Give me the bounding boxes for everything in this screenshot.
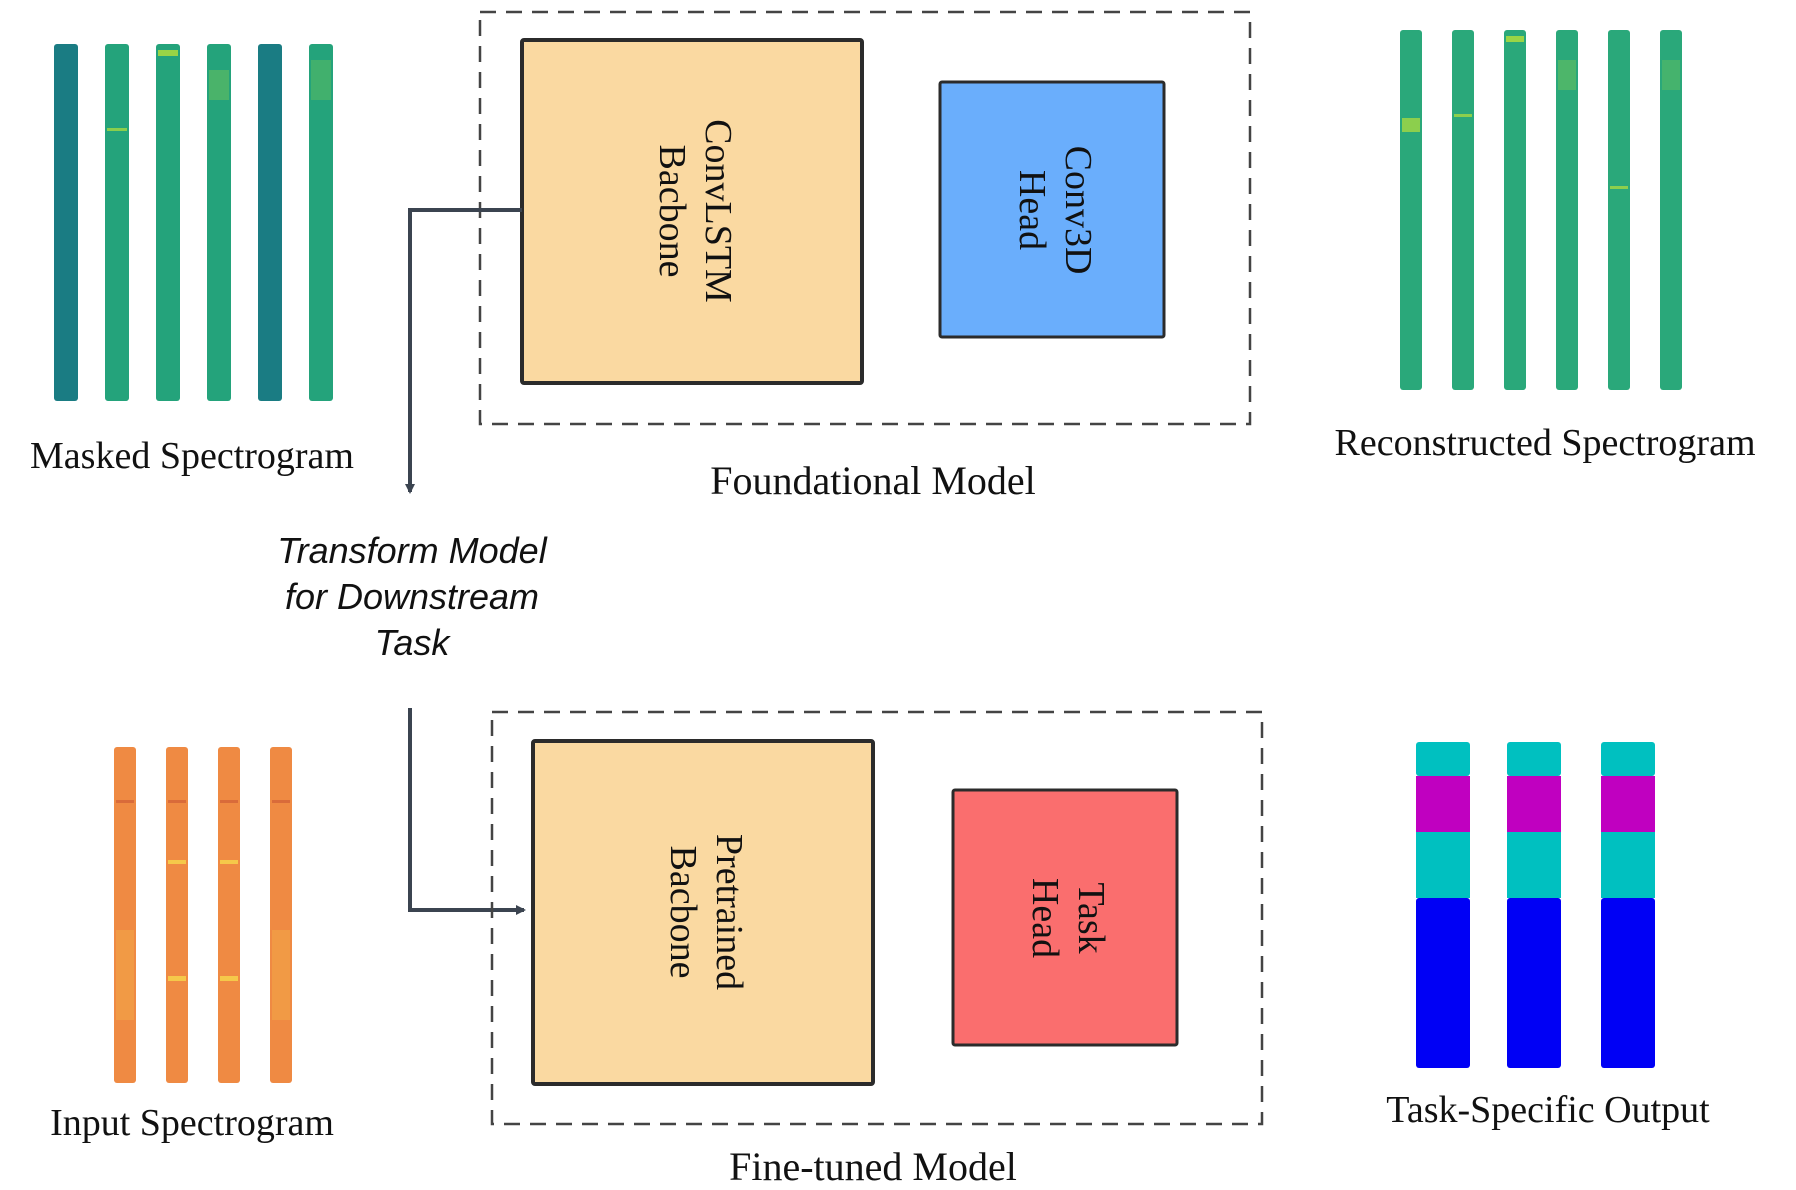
pretrained-backbone-box (531, 739, 875, 1086)
transform-arrow-down (405, 208, 522, 494)
reconstructed-strip-5 (1608, 30, 1630, 390)
reconstructed-strip-3 (1504, 30, 1526, 390)
reconstructed-spectrogram-label: Reconstructed Spectrogram (1334, 422, 1755, 464)
output-bar-2 (1507, 742, 1561, 1068)
masked-strip-3 (156, 44, 180, 401)
pretrained-backbone-line1: Pretrained (708, 834, 750, 990)
masked-strip-6 (309, 44, 333, 401)
foundational-model-title: Foundational Model (710, 458, 1036, 503)
finetuned-model-title: Fine-tuned Model (729, 1144, 1017, 1189)
task-head-text: Task Head (1024, 878, 1112, 958)
input-strip-3 (218, 747, 240, 1083)
reconstructed-strip-4 (1556, 30, 1578, 390)
finetuned-model-container (490, 710, 1264, 1126)
task-head-line1: Task (1070, 882, 1112, 953)
input-strip-2 (166, 747, 188, 1083)
convlstm-backbone-line2: Bacbone (651, 145, 693, 278)
task-output-label: Task-Specific Output (1386, 1089, 1710, 1131)
task-head-line2: Head (1024, 878, 1066, 958)
transform-caption-line3: Task (375, 622, 452, 663)
reconstructed-strip-1 (1400, 30, 1422, 390)
input-spectrogram-icon (114, 747, 292, 1083)
masked-strip-4 (207, 44, 231, 401)
masked-strip-2 (105, 44, 129, 401)
reconstructed-strip-6 (1660, 30, 1682, 390)
output-bar-1 (1416, 742, 1470, 1068)
convlstm-backbone-line1: ConvLSTM (697, 119, 739, 303)
task-head-box (951, 788, 1179, 1047)
transform-caption: Transform Model for Downstream Task (277, 530, 547, 663)
output-bar-3 (1601, 742, 1655, 1068)
conv3d-head-text: Conv3D Head (1011, 146, 1099, 275)
input-spectrogram-label: Input Spectrogram (50, 1102, 334, 1144)
conv3d-head-line2: Head (1011, 170, 1053, 250)
conv3d-head-line1: Conv3D (1057, 146, 1099, 275)
masked-spectrogram-icon (54, 44, 333, 401)
pretrained-backbone-line2: Bacbone (662, 846, 704, 979)
convlstm-backbone-text: ConvLSTM Bacbone (651, 119, 739, 303)
masked-strip-1 (54, 44, 78, 401)
conv3d-head-box (938, 80, 1166, 339)
transform-arrow-into-finetuned (408, 708, 526, 915)
input-strip-1 (114, 747, 136, 1083)
input-strip-4 (270, 747, 292, 1083)
masked-strip-5 (258, 44, 282, 401)
masked-spectrogram-label: Masked Spectrogram (30, 435, 354, 477)
transform-caption-line2: for Downstream (285, 576, 539, 617)
reconstructed-strip-2 (1452, 30, 1474, 390)
transform-caption-line1: Transform Model (277, 530, 547, 571)
foundational-model-container (478, 10, 1252, 426)
reconstructed-spectrogram-icon (1400, 30, 1682, 390)
pretrained-backbone-text: Pretrained Bacbone (662, 834, 750, 990)
task-output-icon (1416, 742, 1655, 1068)
